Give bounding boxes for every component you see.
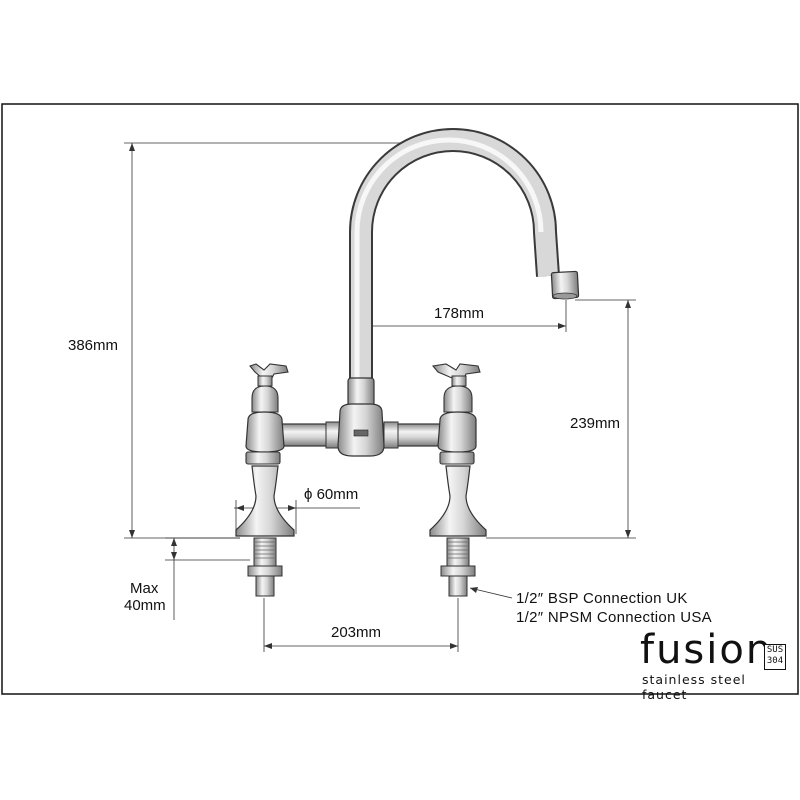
left-valve	[235, 363, 295, 597]
dimension-lines	[124, 142, 636, 652]
dimension-spout-height: 239mm	[570, 415, 621, 432]
right-valve	[429, 363, 487, 597]
faucet-bridge	[281, 377, 441, 457]
brand-tagline: stainless steel faucet	[642, 672, 746, 702]
dimension-height-total: 386mm	[68, 337, 119, 354]
dimension-center-distance: 203mm	[331, 624, 382, 641]
brand-logo: fusion SUS 304 stainless steel faucet	[640, 627, 790, 702]
dimension-max-thickness-value: 40mm	[124, 597, 166, 614]
drawing-frame	[1, 103, 799, 695]
badge-line-2: 304	[766, 656, 784, 666]
connection-uk: 1/2″ BSP Connection UK	[516, 590, 688, 607]
dimension-base-diameter: ϕ 60mm	[304, 486, 359, 503]
dimension-max-thickness-label: Max	[130, 580, 159, 597]
dimension-arrows	[129, 143, 631, 649]
dimension-spout-reach: 178mm	[434, 305, 485, 322]
material-badge: SUS 304	[764, 644, 786, 670]
badge-line-1: SUS	[766, 645, 784, 655]
connection-usa: 1/2″ NPSM Connection USA	[516, 609, 712, 626]
faucet-spout	[349, 128, 580, 380]
brand-name: fusion	[640, 627, 774, 673]
